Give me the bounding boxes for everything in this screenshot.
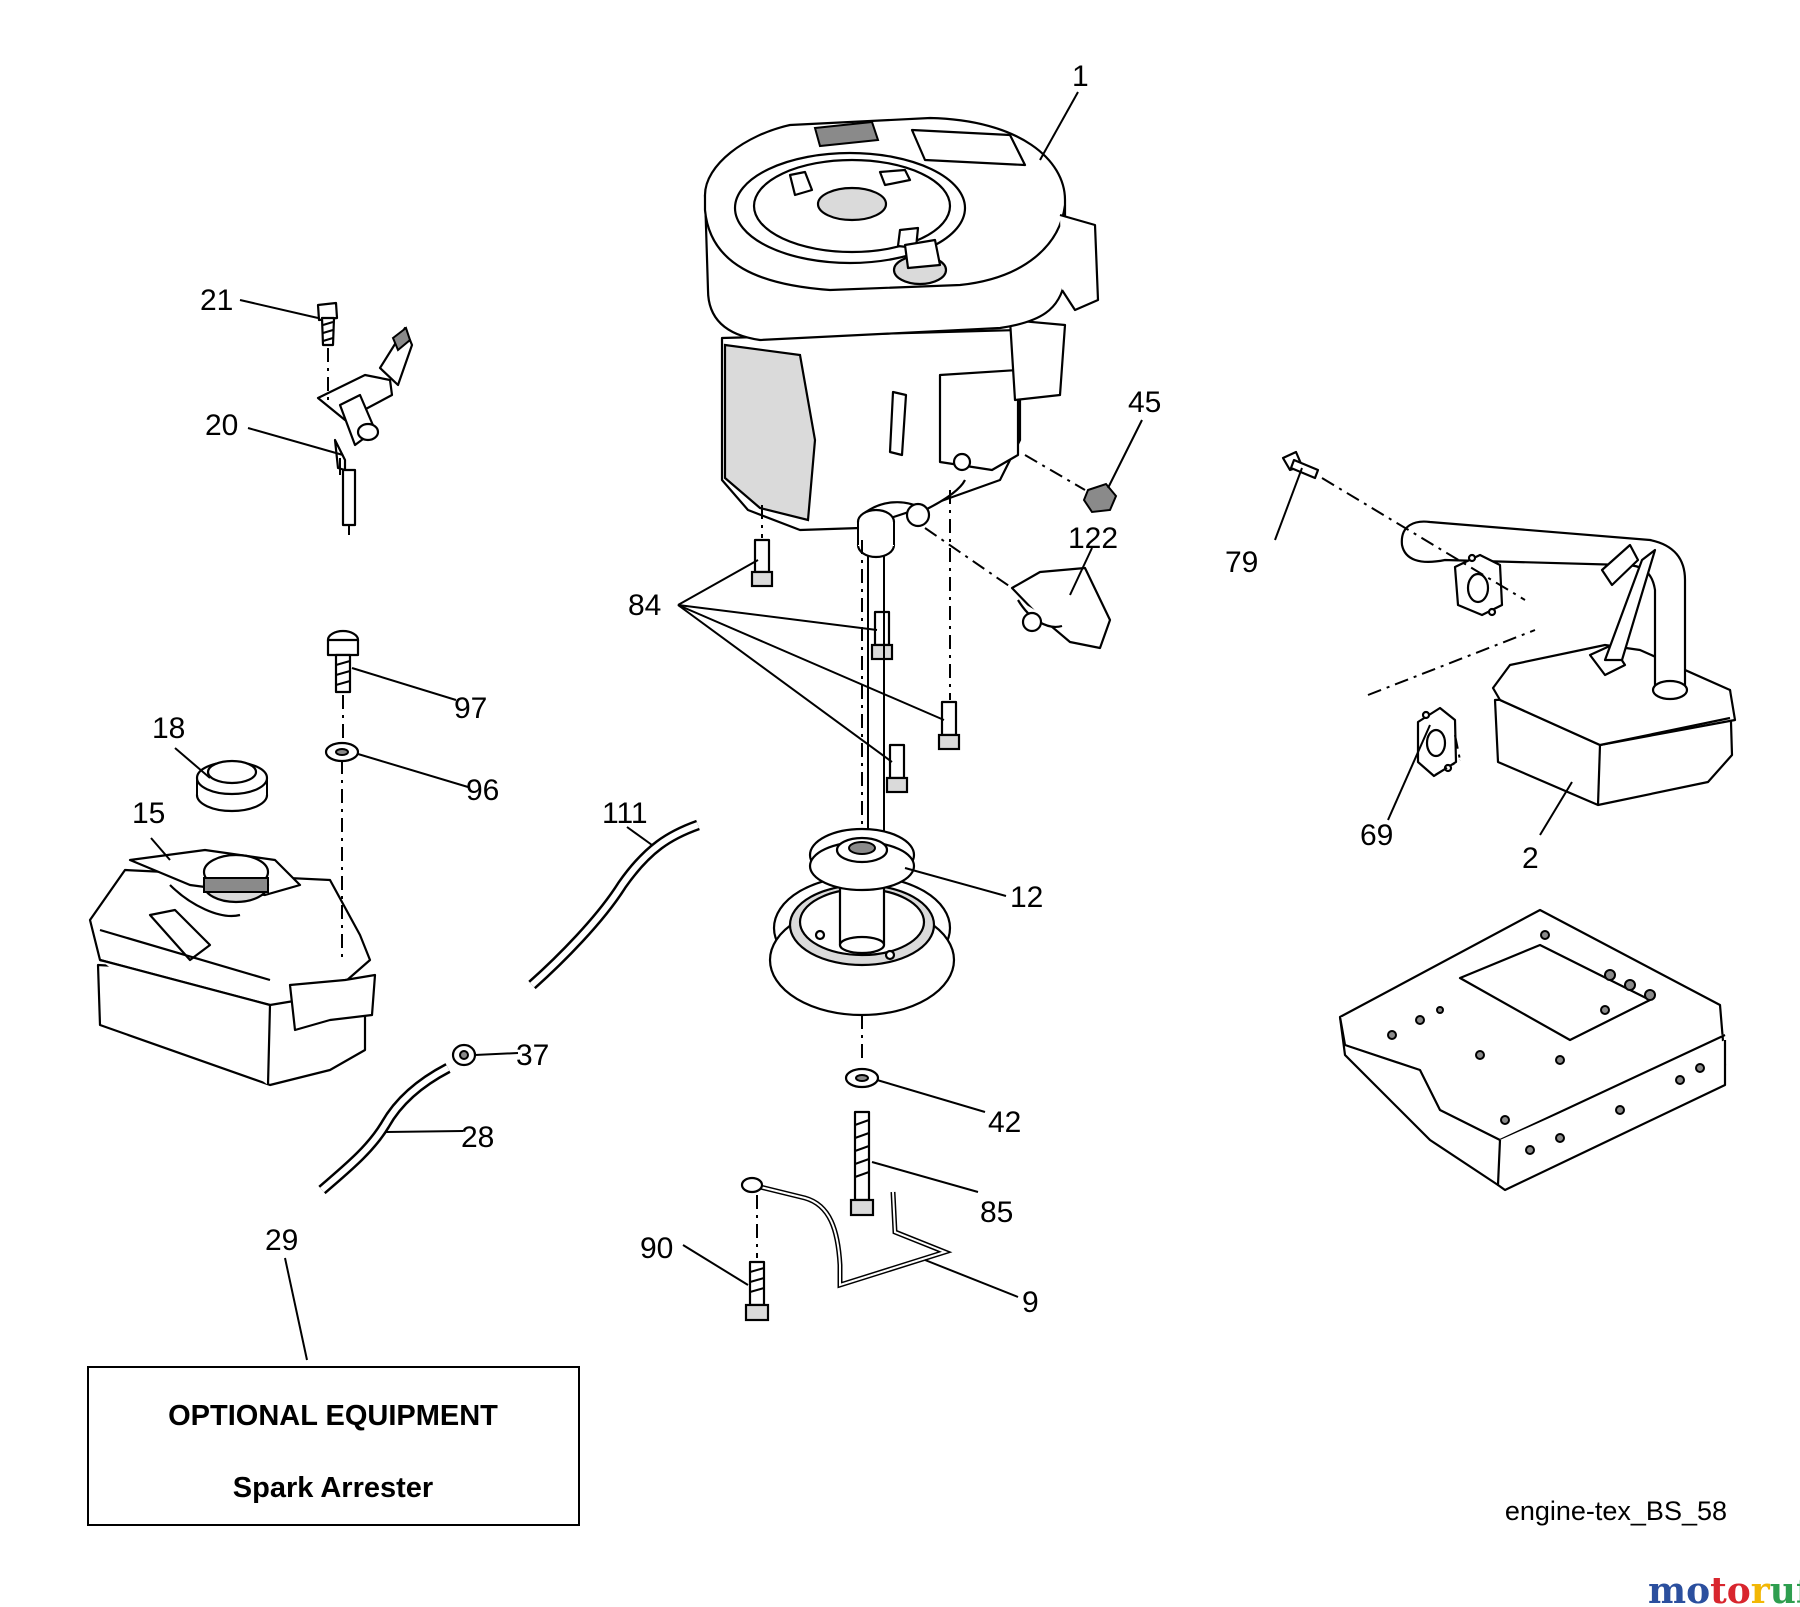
callout-18: 18	[152, 712, 185, 745]
callout-85: 85	[980, 1196, 1013, 1229]
leader-lines	[150, 91, 1573, 1361]
dipstick-tube-icon	[867, 555, 885, 835]
callout-1: 1	[1072, 60, 1089, 93]
callout-20: 20	[205, 409, 238, 442]
callout-37: 37	[516, 1039, 549, 1072]
muffler-icon	[1400, 520, 1737, 807]
deflector-icon	[924, 527, 1112, 650]
engine-bracket-icon	[1338, 908, 1727, 1192]
screw-icon	[326, 629, 360, 740]
callout-122: 122	[1068, 522, 1118, 555]
gasket-icon	[1416, 553, 1504, 778]
callout-21: 21	[200, 284, 233, 317]
callout-45: 45	[1128, 386, 1161, 419]
callout-97: 97	[454, 692, 487, 725]
fuel-tank-icon	[88, 760, 377, 1087]
svg-text:motoruf.de: motoruf.de	[1648, 1570, 1800, 1607]
callout-69: 69	[1360, 819, 1393, 852]
wire-link-icon	[740, 1176, 953, 1289]
optional-equipment-box: OPTIONAL EQUIPMENT Spark Arrester	[87, 1366, 580, 1526]
callout-111: 111	[602, 797, 648, 830]
bolt-icon	[1281, 450, 1536, 776]
optional-equipment-title: OPTIONAL EQUIPMENT	[168, 1400, 498, 1432]
callout-28: 28	[461, 1121, 494, 1154]
callout-42: 42	[988, 1106, 1021, 1139]
callout-96: 96	[466, 774, 499, 807]
callout-79: 79	[1225, 546, 1258, 579]
engine-icon	[703, 116, 1100, 559]
washer-icon	[324, 741, 360, 763]
nut-icon	[1024, 454, 1118, 514]
optional-equipment-item: Spark Arrester	[233, 1472, 433, 1504]
pulley-icon	[768, 540, 956, 1060]
callout-labels: 1 21 20 45 122 79 84 97 18 96 15 111 69 …	[132, 60, 1539, 1319]
callout-9: 9	[1022, 1286, 1039, 1319]
bolt-icon	[744, 1260, 770, 1322]
washer-icon	[844, 1067, 880, 1089]
callout-84: 84	[628, 589, 661, 622]
fuel-cap-icon	[195, 759, 269, 813]
callout-15: 15	[132, 797, 165, 830]
clamp-icon	[451, 1043, 477, 1067]
callout-2: 2	[1522, 842, 1539, 875]
throttle-control-icon	[316, 301, 414, 535]
watermark-logo: motoruf.de	[1648, 1570, 1800, 1607]
callout-12: 12	[1010, 881, 1043, 914]
callout-29: 29	[265, 1224, 298, 1257]
bolt-icon	[750, 490, 961, 794]
callout-90: 90	[640, 1232, 673, 1265]
fuel-line-icon	[318, 819, 700, 1195]
drawing-reference: engine-tex_BS_58	[1505, 1496, 1727, 1526]
long-bolt-icon	[849, 1110, 875, 1217]
